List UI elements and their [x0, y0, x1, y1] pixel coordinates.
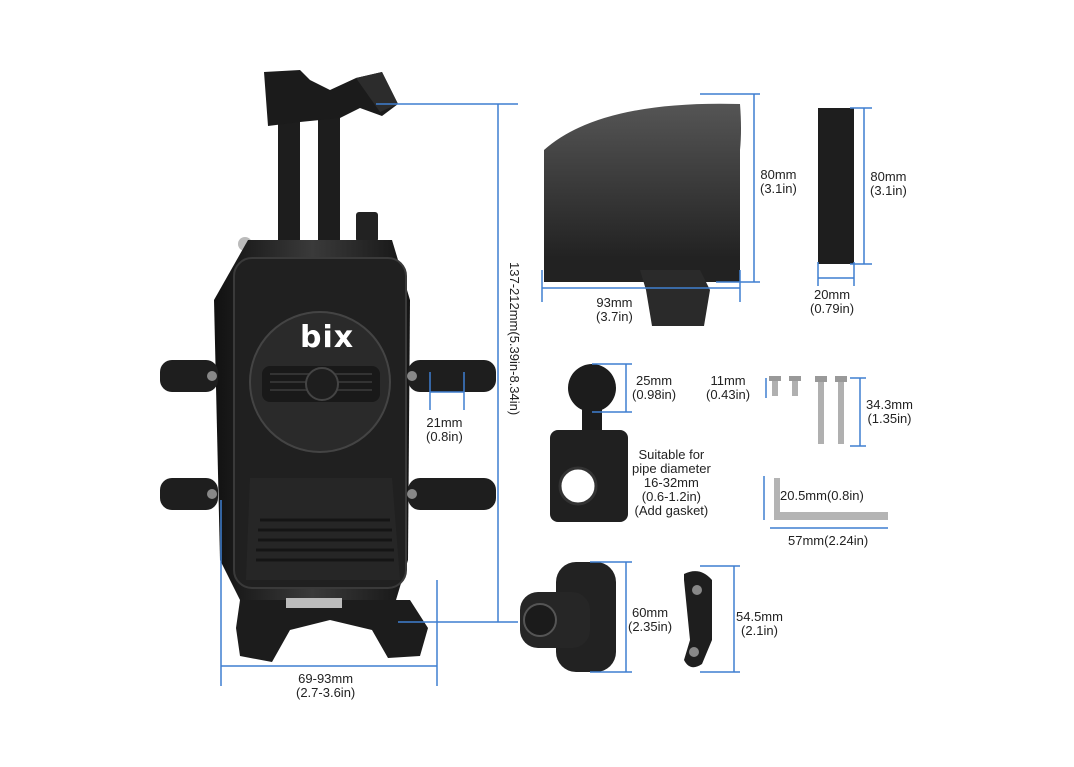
pad-height-in: (3.1in) — [870, 183, 907, 198]
screws — [769, 376, 847, 444]
screw-long-label: 34.3mm (1.35in) — [866, 398, 913, 426]
ball-label: 25mm (0.98in) — [632, 374, 676, 402]
clamp-note-line-1: Suitable for — [638, 447, 705, 462]
pad-width-label: 20mm (0.79in) — [810, 288, 854, 316]
screw-long-in: (1.35in) — [867, 411, 912, 426]
bracket-in: (2.1in) — [741, 623, 778, 638]
dimension-lines — [220, 93, 888, 686]
bracket-mm: 54.5mm — [736, 609, 783, 624]
ball-mount — [550, 364, 628, 522]
ball-in: (0.98in) — [632, 387, 677, 402]
arm-in: (0.8in) — [426, 429, 463, 444]
pad-width-mm: 20mm — [813, 287, 851, 302]
holder-height-label: 137-212mm(5.39in-8.34in) — [507, 262, 522, 416]
pad-height-label: 80mm (3.1in) — [870, 170, 907, 198]
clamp-note-line-2: pipe diameter — [632, 461, 711, 476]
pad-height-mm: 80mm — [870, 169, 907, 184]
holder-width-in: (2.7-3.6in) — [296, 685, 356, 700]
connector-mm: 60mm — [631, 605, 669, 620]
wrench-short-label: 20.5mm(0.8in) — [780, 488, 864, 503]
shield-height-mm: 80mm — [760, 167, 797, 182]
clamp-note: Suitable for pipe diameter 16-32mm (0.6-… — [632, 448, 711, 518]
connector-in: (2.35in) — [628, 619, 673, 634]
screw-short-in: (0.43in) — [706, 387, 751, 402]
screw-short-mm: 11mm — [710, 373, 746, 388]
brand-logo: bix — [300, 320, 355, 355]
arm-mm: 21mm — [426, 415, 463, 430]
shield-width-in: (3.7in) — [596, 309, 633, 324]
bracket-label: 54.5mm (2.1in) — [736, 610, 783, 638]
connector — [520, 562, 616, 672]
bracket — [684, 571, 712, 668]
ball-mm: 25mm — [635, 373, 673, 388]
phone-holder — [160, 70, 496, 662]
pad-width-in: (0.79in) — [810, 301, 855, 316]
shield-height-label: 80mm (3.1in) — [760, 168, 797, 196]
shield-height-in: (3.1in) — [760, 181, 797, 196]
wrench-long-label: 57mm(2.24in) — [788, 533, 869, 548]
clamp-note-line-4: (0.6-1.2in) — [641, 489, 702, 504]
clamp-note-line-3: 16-32mm — [643, 475, 699, 490]
arm-label: 21mm (0.8in) — [426, 416, 463, 444]
shield-width-label: 93mm (3.7in) — [596, 296, 633, 324]
clamp-note-line-5: (Add gasket) — [634, 503, 709, 518]
pad — [818, 108, 854, 264]
screw-long-mm: 34.3mm — [866, 397, 913, 412]
holder-width-mm: 69-93mm — [298, 671, 354, 686]
wrench — [774, 478, 888, 520]
shield-width-mm: 93mm — [596, 295, 633, 310]
holder-width-label: 69-93mm (2.7-3.6in) — [296, 672, 355, 700]
shield — [544, 103, 741, 326]
connector-label: 60mm (2.35in) — [628, 606, 672, 634]
screw-short-label: 11mm (0.43in) — [706, 374, 750, 402]
